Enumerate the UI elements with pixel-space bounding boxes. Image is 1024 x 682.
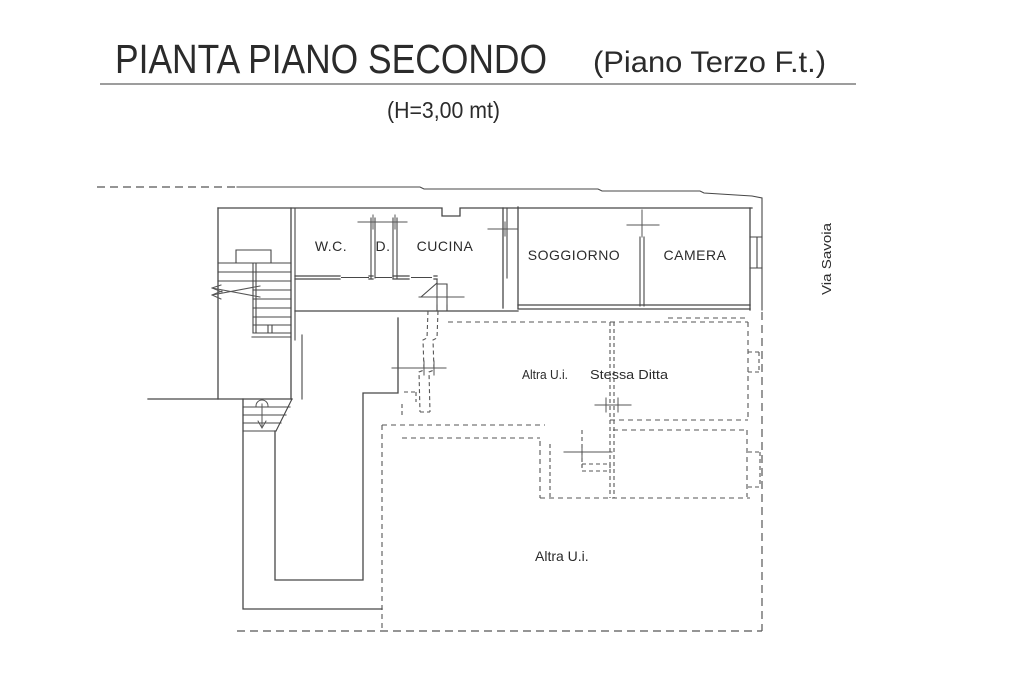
staircase bbox=[211, 249, 293, 432]
other-unit-upper bbox=[382, 310, 760, 498]
area-label-upper-unit: Altra U.i. bbox=[522, 367, 568, 382]
page-title-annotation: (Piano Terzo F.t.) bbox=[593, 46, 826, 79]
terrace-outline bbox=[242, 317, 399, 610]
area-labels: Altra U.i. Stessa Ditta Altra U.i. bbox=[522, 367, 669, 564]
page-title: PIANTA PIANO SECONDO bbox=[115, 36, 547, 82]
lot-outline bbox=[236, 186, 763, 311]
area-label-lower-unit: Altra U.i. bbox=[535, 548, 589, 564]
room-label-soggiorno: SOGGIORNO bbox=[528, 247, 620, 263]
room-label-d: D. bbox=[376, 238, 391, 254]
room-label-camera: CAMERA bbox=[664, 247, 727, 263]
other-unit-lower bbox=[539, 429, 761, 499]
dimension-marks bbox=[357, 209, 660, 460]
area-label-upper-owner: Stessa Ditta bbox=[590, 367, 669, 382]
title-block: PIANTA PIANO SECONDO (Piano Terzo F.t.) … bbox=[100, 36, 856, 123]
building-walls bbox=[147, 206, 763, 400]
room-label-cucina: CUCINA bbox=[417, 238, 474, 254]
room-labels: W.C. D. CUCINA SOGGIORNO CAMERA bbox=[315, 238, 727, 263]
street-label-via-savoia: Via Savoia bbox=[819, 222, 834, 295]
property-boundary bbox=[97, 186, 763, 632]
room-label-wc: W.C. bbox=[315, 238, 347, 254]
height-note: (H=3,00 mt) bbox=[387, 97, 500, 123]
